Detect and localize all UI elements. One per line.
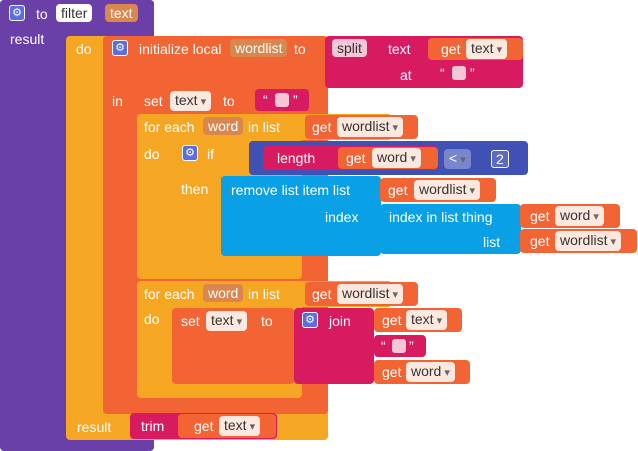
string-open-quote: “ <box>440 65 445 81</box>
set-to-label: to <box>223 93 235 109</box>
string-value-box[interactable] <box>275 93 289 107</box>
join-gear-icon[interactable]: ⚙ <box>302 312 318 328</box>
get-var-dropdown[interactable]: word <box>555 206 604 226</box>
get-label: get <box>194 418 214 434</box>
procedure-gear-icon[interactable]: ⚙ <box>9 5 25 21</box>
for-each-label: for each <box>144 286 195 302</box>
compare-op-dropdown[interactable]: < <box>444 149 471 169</box>
get-var-dropdown[interactable]: text <box>219 416 261 436</box>
get-label: get <box>312 286 332 302</box>
for-each-var[interactable]: word <box>203 284 244 302</box>
init-in-label: in <box>112 93 123 109</box>
procedure-param[interactable]: text <box>105 4 138 22</box>
get-label: get <box>382 312 402 328</box>
init-to-label: to <box>294 41 306 57</box>
split-at-label: at <box>400 67 412 83</box>
if-label: if <box>207 146 214 162</box>
init-label: initialize local <box>139 41 222 57</box>
do-label: do <box>76 41 92 57</box>
get-label: get <box>312 119 332 135</box>
set-to-label: to <box>261 313 273 329</box>
get-var-dropdown[interactable]: text <box>466 39 508 59</box>
index-in-list-block[interactable] <box>380 204 521 254</box>
set-label: set <box>181 313 200 329</box>
length-label: length <box>277 150 316 166</box>
index-in-list-label: index in list thing <box>389 209 493 225</box>
get-var-dropdown[interactable]: word <box>406 362 455 382</box>
get-label: get <box>382 364 402 380</box>
get-var-dropdown[interactable]: wordlist <box>414 180 481 200</box>
remove-label: remove list item list <box>231 182 351 198</box>
remove-list-item-block[interactable] <box>221 176 381 256</box>
index-in-list-list-label: list <box>483 234 501 250</box>
string-close-quote: ” <box>409 338 414 354</box>
compare-number-field[interactable]: 2 <box>491 150 509 168</box>
get-label: get <box>530 233 550 249</box>
string-open-quote: “ <box>263 92 268 108</box>
proc-to-label: to <box>36 6 48 22</box>
get-var-dropdown[interactable]: word <box>372 148 421 168</box>
for-each-label: for each <box>144 119 195 135</box>
procedure-name-field[interactable]: filter <box>56 4 93 22</box>
split-label[interactable]: split <box>332 39 367 57</box>
get-var-dropdown[interactable]: text <box>406 310 448 330</box>
join-label: join <box>329 313 351 329</box>
string-open-quote: “ <box>381 338 386 354</box>
for-each-do-label: do <box>144 311 160 327</box>
get-var-dropdown[interactable]: wordlist <box>337 117 404 137</box>
get-label: get <box>388 182 408 198</box>
split-mode: text <box>388 41 411 57</box>
set-var-dropdown[interactable]: text <box>206 311 248 331</box>
remove-index-label: index <box>325 209 359 225</box>
get-label: get <box>346 150 366 166</box>
result-label: result <box>77 419 112 435</box>
for-each-in-list-label: in list <box>248 119 280 135</box>
string-value-box[interactable] <box>392 339 406 353</box>
for-each-in-list-label: in list <box>248 286 280 302</box>
get-var-dropdown[interactable]: wordlist <box>337 284 404 304</box>
set-label: set <box>144 93 163 109</box>
get-var-dropdown[interactable]: wordlist <box>555 231 622 251</box>
init-gear-icon[interactable]: ⚙ <box>112 40 128 56</box>
for-each-do-label: do <box>144 146 160 162</box>
init-var-name[interactable]: wordlist <box>230 39 288 57</box>
for-each-var[interactable]: word <box>203 117 244 135</box>
if-gear-icon[interactable]: ⚙ <box>182 145 198 161</box>
string-value-box[interactable] <box>452 66 466 80</box>
trim-label: trim <box>141 418 165 434</box>
proc-result-label: result <box>10 31 45 47</box>
then-label: then <box>181 181 209 197</box>
string-close-quote: ” <box>293 92 298 108</box>
get-label: get <box>530 208 550 224</box>
set-var-dropdown[interactable]: text <box>170 91 212 111</box>
get-label: get <box>441 41 461 57</box>
string-close-quote: ” <box>470 65 475 81</box>
